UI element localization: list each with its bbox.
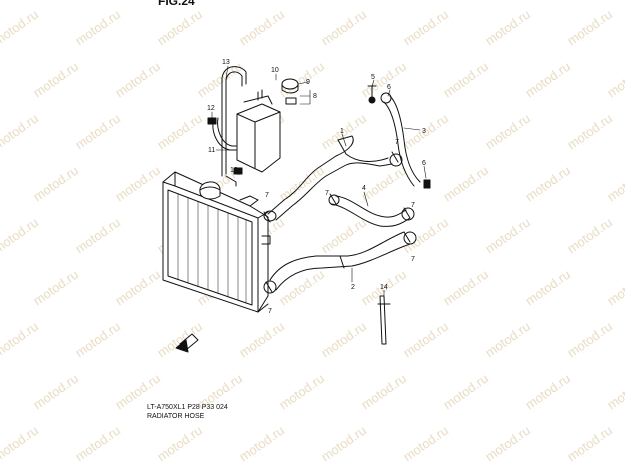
callout-6b: 6 bbox=[422, 160, 426, 167]
callout-3: 3 bbox=[422, 128, 426, 135]
callout-5: 5 bbox=[371, 74, 375, 81]
callout-8: 8 bbox=[313, 93, 317, 100]
hose-clamps-7 bbox=[263, 151, 411, 293]
callout-12a: 12 bbox=[207, 105, 215, 112]
wire-band bbox=[377, 295, 391, 345]
clamp-6 bbox=[423, 179, 431, 189]
radiator-hose-upper bbox=[263, 135, 403, 222]
radiator-cap bbox=[199, 181, 221, 200]
callout-10: 10 bbox=[271, 67, 279, 74]
leader-lines bbox=[211, 65, 427, 297]
reservoir-tank bbox=[236, 89, 281, 173]
figure-caption: LT-A750XL1 P28 P33 024 RADIATOR HOSE bbox=[147, 403, 228, 421]
callout-12b: 12 bbox=[230, 167, 238, 174]
clamp-12 bbox=[207, 117, 243, 175]
caption-model-code: LT-A750XL1 P28 P33 024 bbox=[147, 404, 228, 411]
callout-4: 4 bbox=[362, 185, 366, 192]
caption-title: RADIATOR HOSE bbox=[147, 413, 205, 420]
callout-7b: 7 bbox=[395, 139, 399, 146]
callout-1: 1 bbox=[340, 128, 344, 135]
callout-7c: 7 bbox=[325, 190, 329, 197]
reservoir-cap bbox=[281, 78, 299, 105]
radiator bbox=[162, 171, 271, 313]
callout-14: 14 bbox=[380, 284, 388, 291]
callout-6a: 6 bbox=[387, 84, 391, 91]
callout-2: 2 bbox=[351, 284, 355, 291]
figure-title: FIG.24 bbox=[158, 0, 195, 8]
callout-7f: 7 bbox=[268, 308, 272, 315]
overflow-hose bbox=[221, 66, 247, 187]
callout-13: 13 bbox=[222, 59, 230, 66]
callout-9: 9 bbox=[306, 79, 310, 86]
callout-7a: 7 bbox=[265, 192, 269, 199]
callout-11: 11 bbox=[208, 147, 215, 154]
front-arrow-mark bbox=[175, 333, 199, 353]
callout-7d: 7 bbox=[411, 202, 415, 209]
radiator-hose-middle bbox=[328, 194, 415, 227]
callout-7e: 7 bbox=[411, 256, 415, 263]
callout-labels: 1 2 3 4 5 6 6 7 7 7 7 7 7 8 9 10 11 12 1… bbox=[207, 59, 426, 315]
bolt-5 bbox=[367, 85, 377, 104]
radiator-hose-lower bbox=[263, 231, 417, 294]
bypass-hose bbox=[380, 92, 421, 187]
